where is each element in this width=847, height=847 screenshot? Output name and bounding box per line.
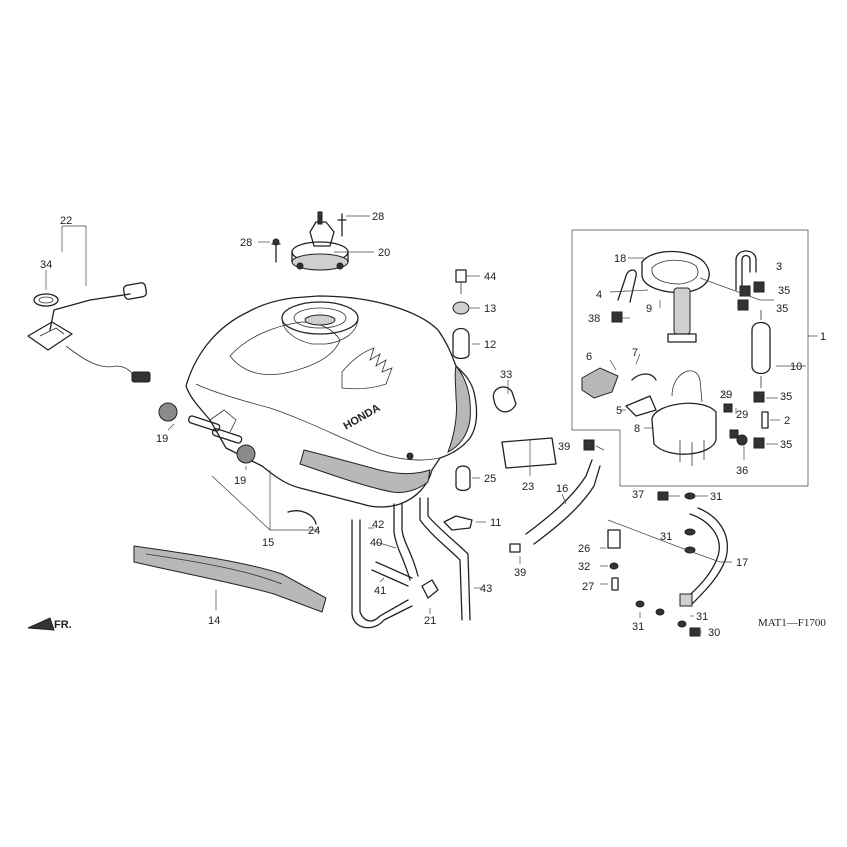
callout-23: 23 <box>522 481 534 493</box>
callout-29b: 29 <box>736 409 748 421</box>
callout-5: 5 <box>616 405 622 417</box>
callout-28a: 28 <box>240 237 252 249</box>
callout-18: 18 <box>614 253 626 265</box>
callout-39a: 39 <box>558 441 570 453</box>
callout-27: 27 <box>582 581 594 593</box>
front-marker-label: FR. <box>54 619 72 631</box>
callout-13: 13 <box>484 303 496 315</box>
fuel-level-sender <box>27 282 151 383</box>
callout-19a: 19 <box>156 433 168 445</box>
callout-31a: 31 <box>710 491 722 503</box>
callout-30: 30 <box>708 627 720 639</box>
figure-code: MAT1—F1700 <box>758 617 826 629</box>
callout-1: 1 <box>820 331 826 343</box>
callout-9: 9 <box>646 303 652 315</box>
callout-2: 2 <box>784 415 790 427</box>
mounting-parts <box>158 269 557 492</box>
fuel-pump-group <box>571 229 809 487</box>
callout-4: 4 <box>596 289 602 301</box>
callout-24: 24 <box>308 525 320 537</box>
callout-32: 32 <box>578 561 590 573</box>
callout-34: 34 <box>40 259 52 271</box>
callout-36: 36 <box>736 465 748 477</box>
fuel-line-assembly <box>421 439 728 637</box>
callout-19b: 19 <box>234 475 246 487</box>
callout-39b: 39 <box>514 567 526 579</box>
callout-labels: 1 2 3 4 5 6 7 8 9 10 11 12 13 14 15 16 1… <box>40 211 826 639</box>
callout-35c: 35 <box>780 391 792 403</box>
callout-8: 8 <box>634 423 640 435</box>
callout-25: 25 <box>484 473 496 485</box>
callout-16: 16 <box>556 483 568 495</box>
callout-7: 7 <box>632 347 638 359</box>
callout-31b: 31 <box>660 531 672 543</box>
front-direction-marker: FR. <box>27 617 72 631</box>
callout-40: 40 <box>370 537 382 549</box>
leader-lines <box>45 215 818 633</box>
callout-12: 12 <box>484 339 496 351</box>
callout-17: 17 <box>736 557 748 569</box>
callout-33: 33 <box>500 369 512 381</box>
callout-41: 41 <box>374 585 386 597</box>
callout-43: 43 <box>480 583 492 595</box>
hoses <box>133 459 601 629</box>
callout-42: 42 <box>372 519 384 531</box>
callout-35a: 35 <box>778 285 790 297</box>
callout-21: 21 <box>424 615 436 627</box>
fuel-tank: HONDA <box>185 295 478 508</box>
callout-31d: 31 <box>696 611 708 623</box>
callout-28b: 28 <box>372 211 384 223</box>
callout-37: 37 <box>632 489 644 501</box>
callout-15: 15 <box>262 537 274 549</box>
callout-29a: 29 <box>720 389 732 401</box>
callout-26: 26 <box>578 543 590 555</box>
callout-10: 10 <box>790 361 802 373</box>
callout-11: 11 <box>490 517 501 529</box>
callout-14: 14 <box>208 615 220 627</box>
fuel-cap-assembly <box>271 211 349 271</box>
callout-44: 44 <box>484 271 496 283</box>
brand-mark: HONDA <box>342 402 383 433</box>
callout-22: 22 <box>60 215 72 227</box>
callout-35d: 35 <box>780 439 792 451</box>
callout-20: 20 <box>378 247 390 259</box>
callout-6: 6 <box>586 351 592 363</box>
callout-35b: 35 <box>776 303 788 315</box>
callout-31c: 31 <box>632 621 644 633</box>
callout-38: 38 <box>588 313 600 325</box>
honda-wing-logo: HONDA <box>342 347 393 433</box>
callout-3: 3 <box>776 261 782 273</box>
